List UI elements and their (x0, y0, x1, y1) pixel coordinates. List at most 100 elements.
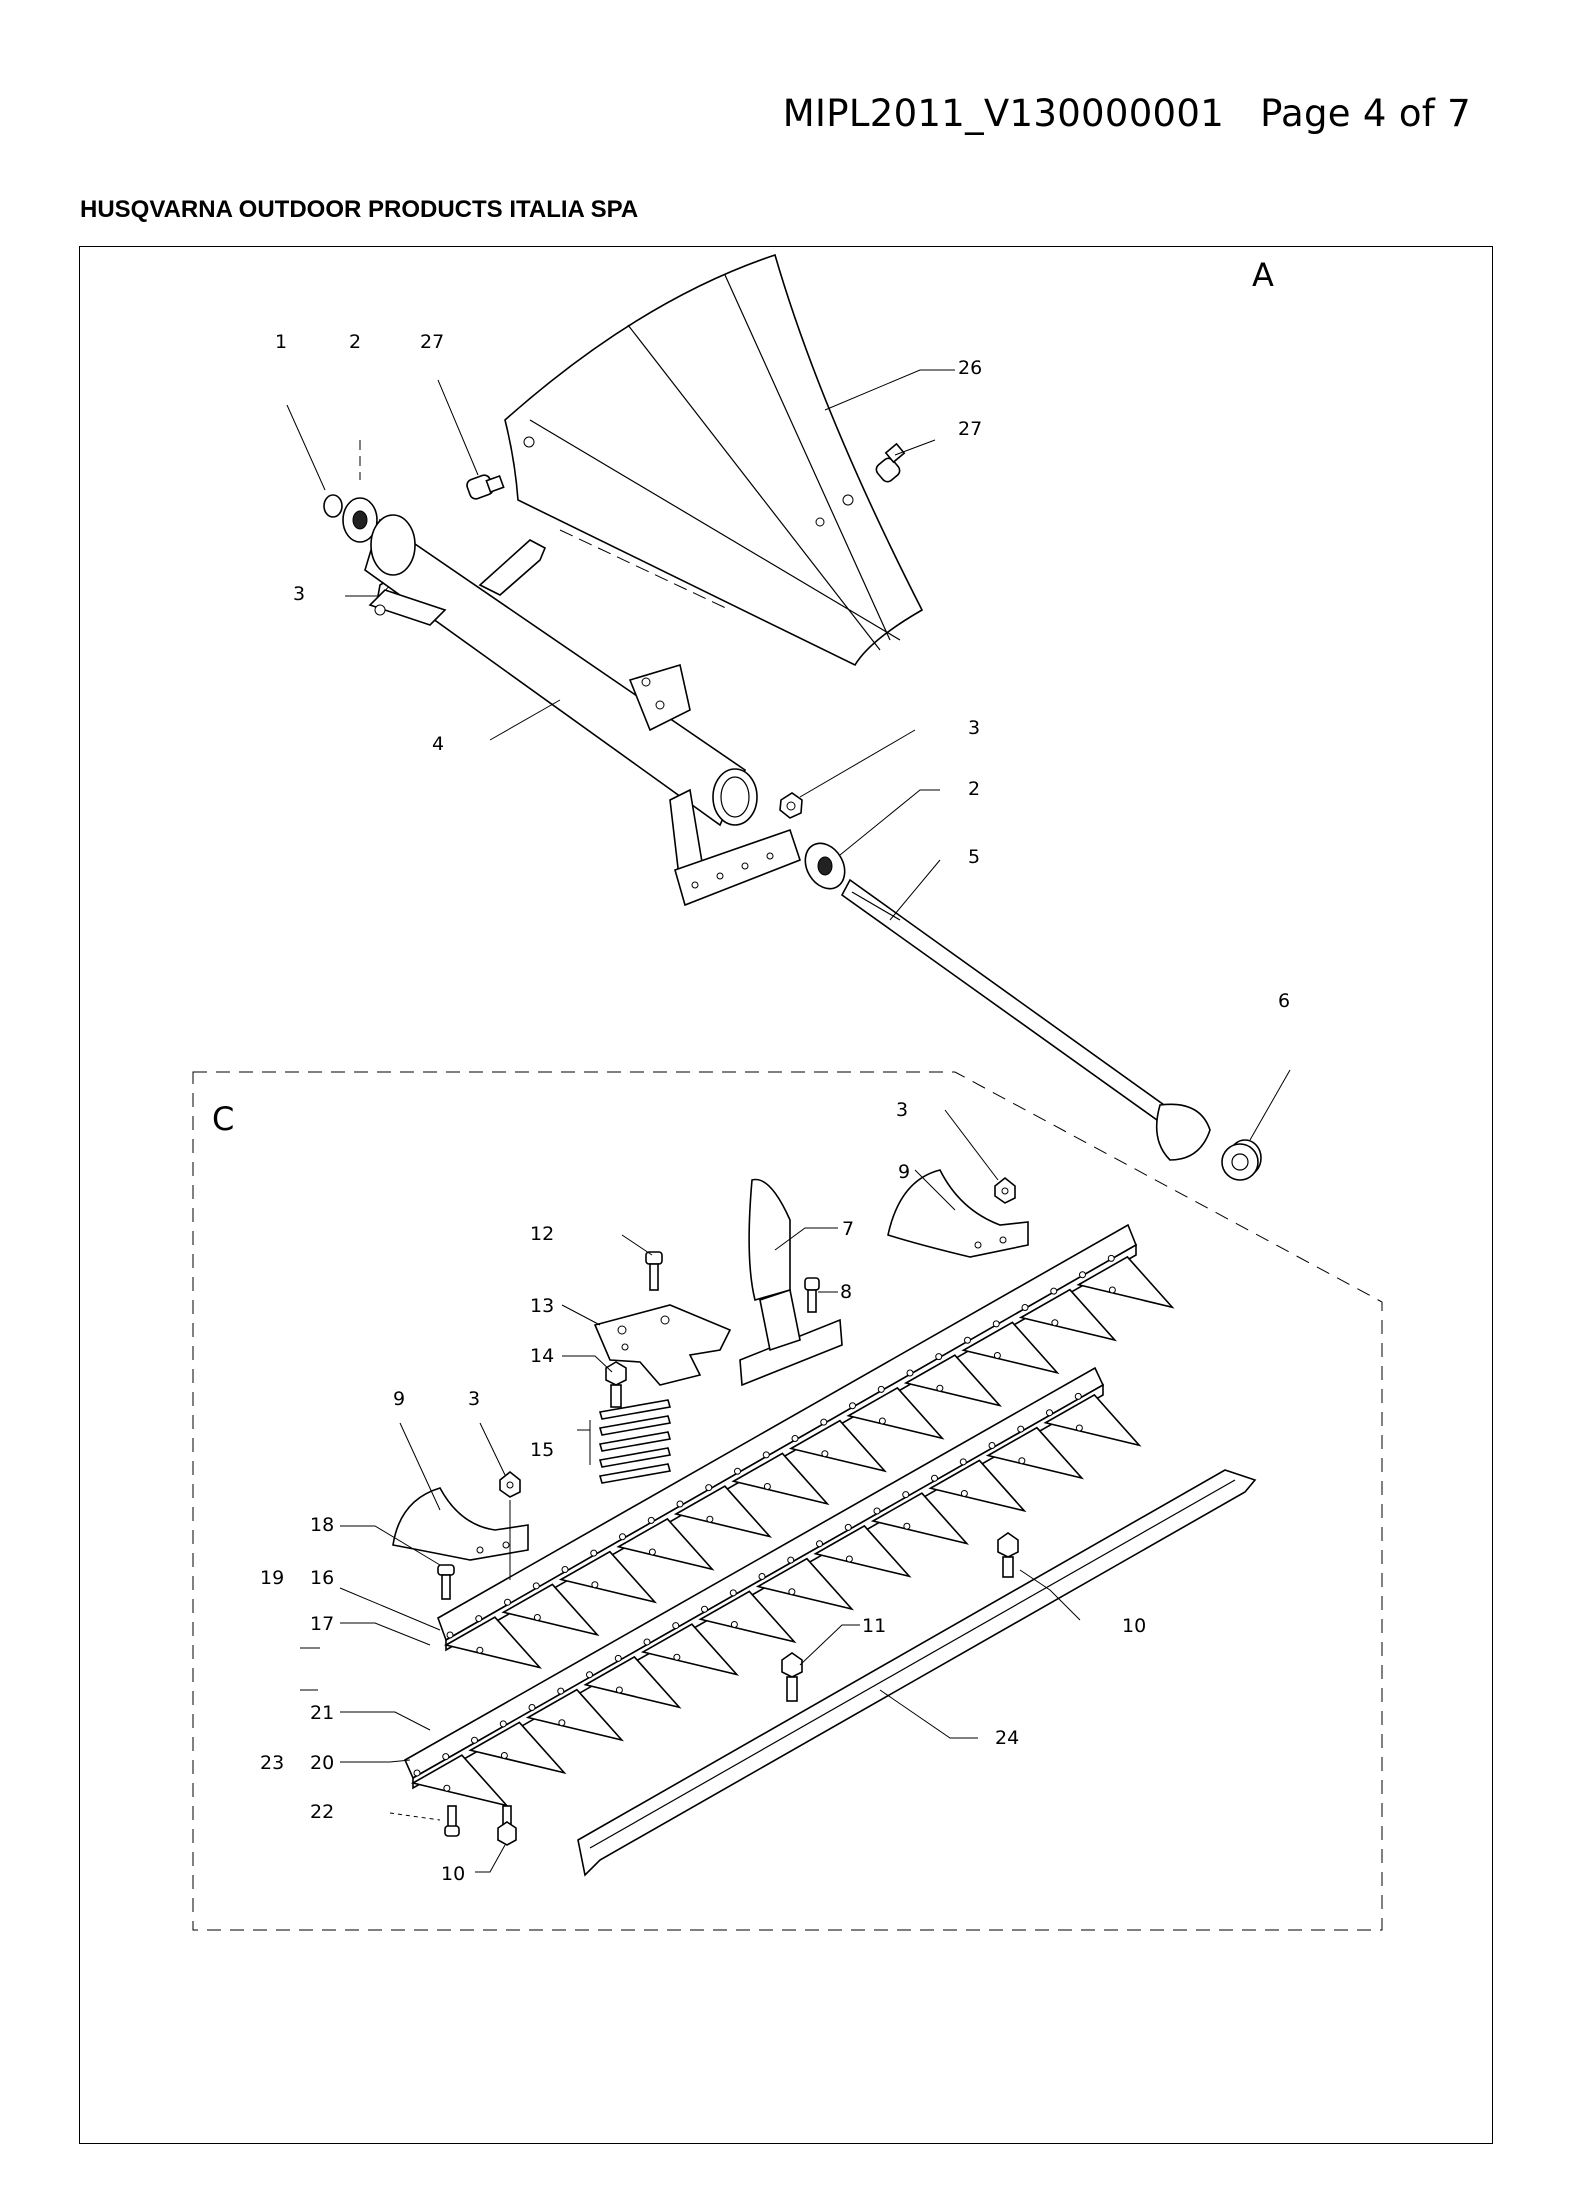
tooth-rivet-hole (558, 1719, 566, 1727)
callout-2-mid: 2 (968, 778, 980, 800)
callout-15: 15 (530, 1439, 554, 1461)
knife-tooth (1043, 1393, 1142, 1447)
tooth-rivet-hole (1108, 1286, 1116, 1294)
bar-hole (729, 1589, 737, 1597)
bar-hole (906, 1369, 914, 1377)
knife-tooth (468, 1721, 567, 1775)
bolt-27-left (466, 474, 505, 500)
section-label-c: C (212, 1100, 234, 1138)
bar-hole (557, 1687, 565, 1695)
knife-teeth-upper (443, 1255, 1175, 1669)
callout-4: 4 (432, 733, 444, 755)
page-number: Page 4 of 7 (1260, 92, 1471, 135)
bolt-22 (444, 1805, 460, 1837)
bar-hole (791, 1435, 799, 1442)
knife-tooth (846, 1386, 945, 1440)
knife-tooth (1076, 1255, 1175, 1309)
callout-2-top: 2 (349, 331, 361, 353)
callout-3-mid: 3 (968, 717, 980, 739)
tooth-rivet-hole (821, 1450, 829, 1458)
callout-17: 17 (310, 1613, 334, 1635)
tooth-rivet-hole (1075, 1424, 1083, 1432)
callout-1: 1 (275, 331, 287, 353)
bar-hole (528, 1704, 536, 1711)
bar-hole (471, 1736, 478, 1744)
bar-hole (1046, 1409, 1053, 1417)
bar-hole (701, 1605, 708, 1613)
bar-hole (590, 1549, 598, 1557)
tooth-rivet-hole (1051, 1319, 1059, 1327)
callout-10-right: 10 (1122, 1615, 1146, 1637)
bar-hole (902, 1491, 910, 1499)
knife-tooth (788, 1419, 888, 1473)
knife-tooth (410, 1754, 510, 1807)
knife-tooth (501, 1583, 600, 1637)
callout-22: 22 (310, 1801, 334, 1823)
bar-hole (873, 1507, 881, 1515)
bar-hole (446, 1631, 454, 1639)
knife-tooth (755, 1557, 855, 1611)
callout-7: 7 (842, 1218, 854, 1240)
bar-hole (532, 1582, 540, 1590)
knife-tooth (525, 1688, 625, 1742)
bar-hole (931, 1474, 938, 1482)
bar-hole (504, 1598, 511, 1606)
knife-teeth-lower (410, 1393, 1142, 1807)
callout-5: 5 (968, 846, 980, 868)
circlip-1 (323, 494, 343, 518)
callout-13: 13 (530, 1295, 554, 1317)
bar-hole (705, 1484, 713, 1492)
knife-tooth (640, 1623, 740, 1676)
callout-19: 19 (260, 1567, 284, 1589)
callout-16: 16 (310, 1567, 334, 1589)
tooth-rivet-hole (533, 1614, 541, 1622)
tooth-rivet-hole (788, 1588, 796, 1596)
bar-hole (647, 1516, 655, 1524)
knife-tooth (616, 1517, 715, 1571)
callout-20: 20 (310, 1752, 334, 1774)
bar-hole (849, 1402, 856, 1410)
bar-hole (586, 1671, 593, 1679)
callout-21: 21 (310, 1702, 334, 1724)
diagram-frame (79, 246, 1493, 2144)
bar-hole (1079, 1271, 1086, 1279)
callout-12: 12 (530, 1223, 554, 1245)
bolt-27-right (875, 442, 906, 483)
tooth-rivet-hole (500, 1752, 508, 1760)
leader-lines-c (300, 1109, 1081, 1873)
bar-hole (820, 1418, 828, 1426)
tooth-rivet-hole (960, 1490, 968, 1498)
bolt-11 (781, 1652, 803, 1702)
callout-26: 26 (958, 357, 982, 379)
nut-3-mid (779, 792, 803, 819)
tooth-rivet-hole (1018, 1457, 1026, 1465)
knife-bar-lower-holes (413, 1392, 1082, 1777)
knife-tooth (583, 1655, 682, 1709)
knife-tooth (731, 1452, 830, 1506)
bar-hole (442, 1753, 450, 1761)
bar-hole (734, 1467, 741, 1475)
bar-hole (614, 1654, 622, 1662)
bar-hole (992, 1320, 1000, 1328)
bolt-8 (804, 1277, 820, 1313)
knife-tooth (443, 1616, 543, 1669)
callout-9-right: 9 (898, 1161, 910, 1183)
section-c-boundary (192, 1071, 1383, 1931)
bar-hole (619, 1533, 626, 1541)
tooth-rivet-hole (591, 1581, 599, 1589)
leader-lines-a (286, 369, 1291, 1141)
tooth-rivet-hole (903, 1522, 911, 1530)
bar-hole (787, 1556, 795, 1564)
knife-bar-upper-holes (446, 1254, 1115, 1639)
bar-hole (499, 1720, 507, 1728)
bar-hole (758, 1573, 766, 1580)
bar-hole (1074, 1392, 1082, 1400)
callout-27-right: 27 (958, 418, 982, 440)
bolt-10-right (997, 1532, 1019, 1578)
shoe-9-left (392, 1487, 529, 1561)
bar-hole (413, 1769, 421, 1777)
wear-strip-24 (577, 1469, 1257, 1877)
nut-3-left (499, 1470, 521, 1498)
